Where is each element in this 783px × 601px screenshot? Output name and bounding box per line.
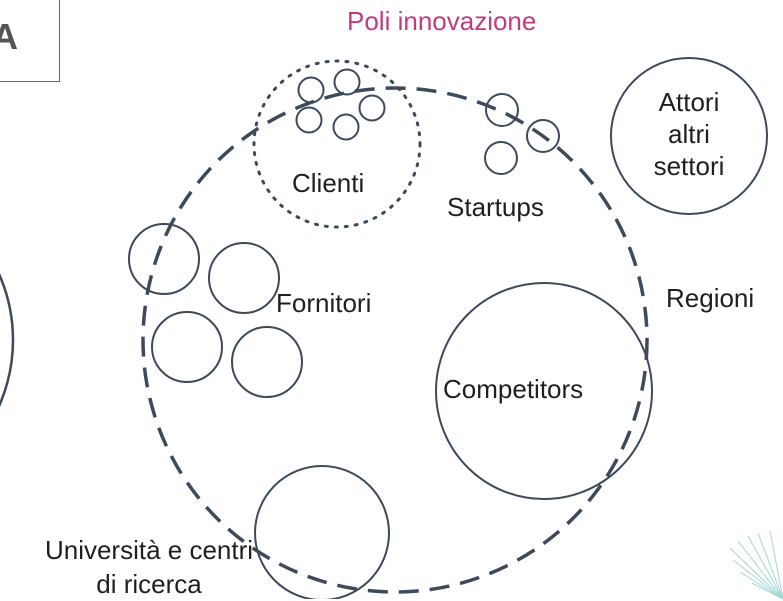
attori-label-line: Attori [658,87,720,117]
section-tab: A [0,0,60,82]
clienti-small-circle [297,76,325,104]
fornitore-circle [151,311,223,383]
fornitori-label: Fornitori [276,288,372,318]
poli-innovazione-label: Poli innovazione [347,6,537,36]
universita-label-line: Università e centri [44,535,254,565]
attori-circle [610,57,768,215]
competitors-label: Competitors [443,374,584,404]
attori-label-line: settori [653,151,725,181]
decorative-rays [729,530,783,599]
startups-label: Startups [447,192,544,222]
universita-label-line: di ricerca [96,569,202,599]
clienti-small-circle [332,113,360,141]
attori-label: Attori altri settori [629,86,749,182]
universita-label: Università e centri di ricerca [14,533,284,601]
universita-circle [254,465,390,599]
startup-circle [484,141,518,175]
regioni-label: Regioni [666,283,755,313]
clienti-small-circle [295,106,323,134]
regioni-circle [141,86,649,594]
fornitore-circle [128,223,200,295]
fornitore-circle [208,242,280,314]
offscreen-circle [0,273,15,407]
competitors-circle [435,282,653,500]
clienti-label: Clienti [292,168,365,198]
startup-circle [485,93,519,127]
clienti-group-circle [252,59,422,229]
clienti-small-circle [358,94,386,122]
fornitore-circle [231,326,303,398]
startup-circle [526,119,560,153]
attori-label-line: altri [668,119,710,149]
section-letter: A [0,16,18,57]
clienti-small-circle [333,68,361,96]
